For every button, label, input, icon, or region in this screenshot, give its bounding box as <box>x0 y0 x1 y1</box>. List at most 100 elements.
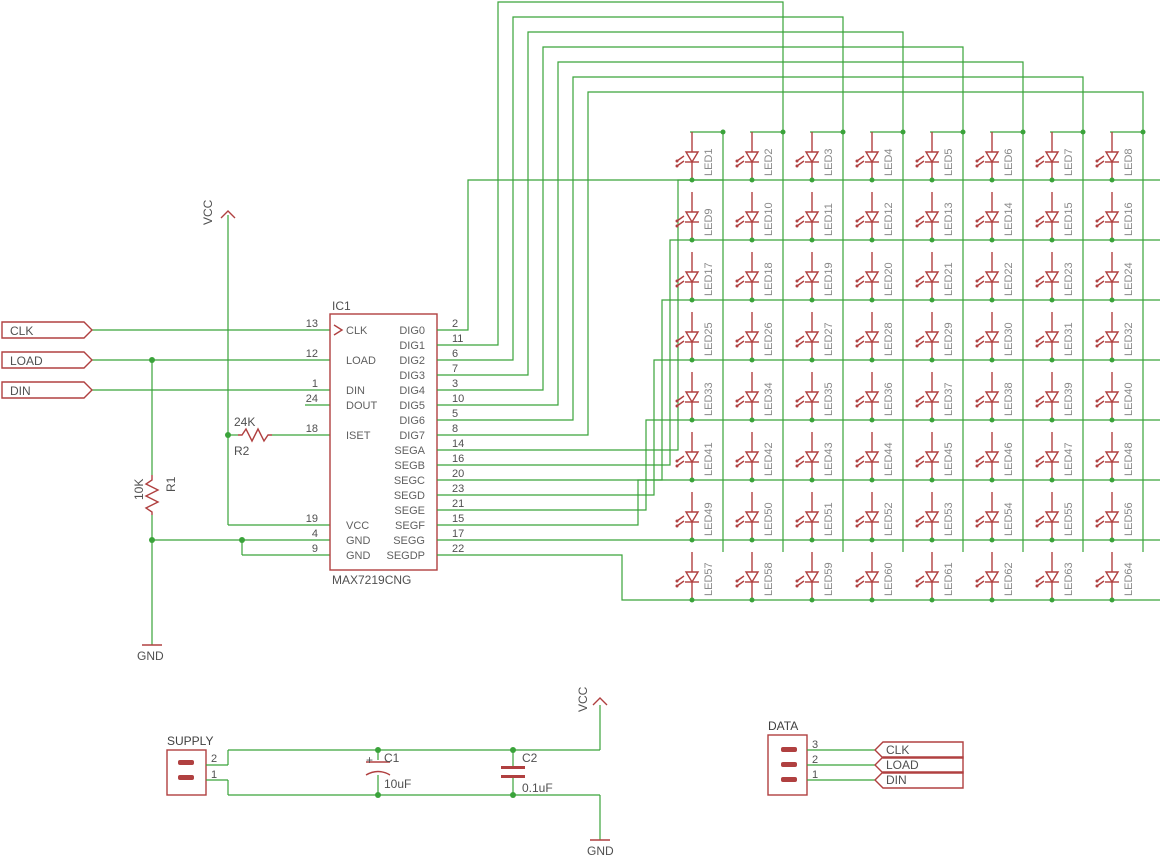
led: LED19 <box>795 252 835 303</box>
vcc-label-top: VCC <box>201 199 215 225</box>
ic-pin-name-right: SEGA <box>394 445 425 457</box>
ic-pin-name-right: SEGG <box>393 535 425 547</box>
led-label: LED54 <box>1003 502 1015 536</box>
vcc-symbol-bottom: VCC <box>576 686 608 712</box>
led: LED7 <box>1035 132 1075 183</box>
ic-pin-name-right: SEGB <box>394 460 425 472</box>
led-label: LED64 <box>1123 562 1135 596</box>
data-pin1-num: 1 <box>812 769 818 781</box>
led: LED3 <box>795 132 835 183</box>
led: LED38 <box>975 372 1015 423</box>
clk-input-label: CLK <box>1 321 93 339</box>
led-label: LED63 <box>1063 562 1075 596</box>
ic-pin-num-left: 9 <box>312 543 318 555</box>
led: LED59 <box>795 552 835 603</box>
led-label: LED2 <box>763 148 775 176</box>
supply-title: SUPPLY <box>167 734 213 748</box>
ic-designator: IC1 <box>332 299 351 313</box>
led-label: LED41 <box>703 442 715 476</box>
ic-pin-num-right: 21 <box>452 498 464 510</box>
led-label: LED9 <box>703 208 715 236</box>
led-label: LED27 <box>823 322 835 356</box>
r2-name: R2 <box>234 444 250 458</box>
gnd-symbol-left: GND <box>137 644 164 663</box>
led: LED8 <box>1095 132 1135 183</box>
c2-name: C2 <box>522 751 538 765</box>
ic-pin-name-right: DIG5 <box>399 400 425 412</box>
ic-pin-num-right: 2 <box>452 318 458 330</box>
led: LED32 <box>1095 312 1135 363</box>
led-label: LED51 <box>823 502 835 536</box>
left-wiring <box>92 215 330 645</box>
ic-pin-num-right: 5 <box>452 408 458 420</box>
ic-pin-num-right: 20 <box>452 468 464 480</box>
ic-max7219: IC1 MAX7219CNG <box>329 299 438 587</box>
ic-pin-name-right: SEGDP <box>386 550 425 562</box>
ic-pin-num-right: 6 <box>452 348 458 360</box>
led: LED23 <box>1035 252 1075 303</box>
led-label: LED57 <box>703 562 715 596</box>
led: LED6 <box>975 132 1015 183</box>
led: LED61 <box>915 552 955 603</box>
ic-pin-name-left: DIN <box>346 385 365 397</box>
led: LED13 <box>915 192 955 243</box>
led-label: LED10 <box>763 202 775 236</box>
led: LED18 <box>735 252 775 303</box>
ic-pin-num-right: 10 <box>452 393 464 405</box>
led-label: LED13 <box>943 202 955 236</box>
gnd-label-bottom: GND <box>587 844 614 858</box>
ic-pin-name-left: LOAD <box>346 355 376 367</box>
led: LED52 <box>855 492 895 543</box>
led: LED20 <box>855 252 895 303</box>
din-input-label: DIN <box>1 381 93 399</box>
supply-wiring <box>206 705 601 840</box>
led-label: LED58 <box>763 562 775 596</box>
led: LED49 <box>675 492 715 543</box>
vcc-symbol-top: VCC <box>201 199 236 225</box>
led: LED56 <box>1095 492 1135 543</box>
led: LED2 <box>735 132 775 183</box>
ic-pin-name-right: DIG0 <box>399 325 425 337</box>
led-label: LED48 <box>1123 442 1135 476</box>
led: LED31 <box>1035 312 1075 363</box>
ic-pin-num-right: 17 <box>452 528 464 540</box>
led-label: LED61 <box>943 562 955 596</box>
led: LED62 <box>975 552 1015 603</box>
clock-input-marker <box>333 324 344 336</box>
data-load-flag: LOAD <box>874 756 964 774</box>
led-label: LED1 <box>703 148 715 176</box>
led-label: LED33 <box>703 382 715 416</box>
ic-pin-name-left: CLK <box>346 325 368 337</box>
led: LED39 <box>1035 372 1075 423</box>
led-label: LED23 <box>1063 262 1075 296</box>
led: LED29 <box>915 312 955 363</box>
led-label: LED31 <box>1063 322 1075 356</box>
led-label: LED42 <box>763 442 775 476</box>
led-label: LED37 <box>943 382 955 416</box>
ic-pin-name-right: DIG3 <box>399 370 425 382</box>
resistor-r2: 24K R2 <box>234 415 272 458</box>
led-label: LED59 <box>823 562 835 596</box>
clk-input-text: CLK <box>10 324 33 338</box>
c1-polarity: + <box>366 753 373 767</box>
led-label: LED17 <box>703 262 715 296</box>
led: LED45 <box>915 432 955 483</box>
led: LED17 <box>675 252 715 303</box>
ic-pin-name-left: DOUT <box>346 400 377 412</box>
led: LED16 <box>1095 192 1135 243</box>
capacitor-c2: C2 0.1uF <box>501 751 553 795</box>
led-label: LED30 <box>1003 322 1015 356</box>
led: LED46 <box>975 432 1015 483</box>
led: LED25 <box>675 312 715 363</box>
led: LED26 <box>735 312 775 363</box>
led: LED30 <box>975 312 1015 363</box>
led-label: LED8 <box>1123 148 1135 176</box>
led: LED1 <box>675 132 715 183</box>
data-clk-text: CLK <box>886 743 909 757</box>
led-label: LED43 <box>823 442 835 476</box>
led: LED14 <box>975 192 1015 243</box>
led-label: LED56 <box>1123 502 1135 536</box>
led-label: LED21 <box>943 262 955 296</box>
led: LED55 <box>1035 492 1075 543</box>
led-label: LED53 <box>943 502 955 536</box>
